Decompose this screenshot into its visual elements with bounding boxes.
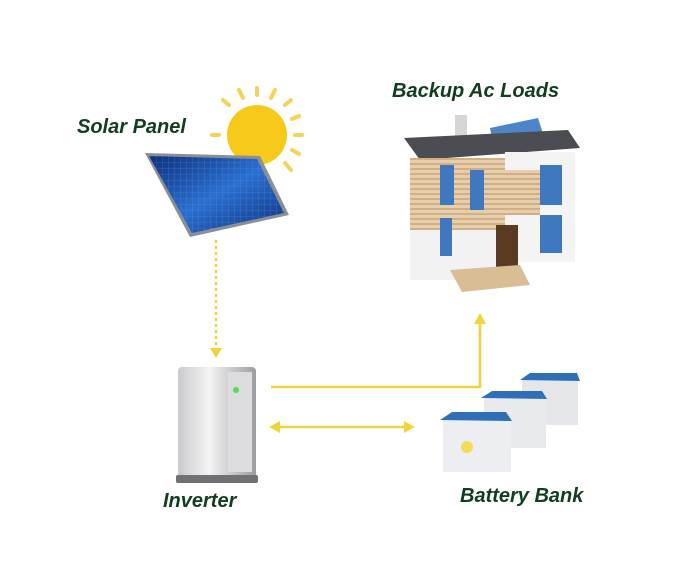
inverter-label: Inverter <box>163 490 237 512</box>
backup-loads-label: Backup Ac Loads <box>392 80 560 102</box>
solar-panel-icon <box>145 153 289 237</box>
house-icon <box>404 115 580 292</box>
battery-bank-icon <box>440 373 580 472</box>
solar-panel-label: Solar Panel <box>77 116 186 138</box>
battery-bank-label: Battery Bank <box>460 485 584 507</box>
flow-arrow-panel-to-inverter <box>210 240 222 358</box>
flow-arrow-inverter-battery <box>269 421 415 433</box>
flow-arrow-inverter-to-house <box>271 313 486 389</box>
inverter-icon <box>176 367 258 483</box>
sun-icon <box>210 86 304 172</box>
